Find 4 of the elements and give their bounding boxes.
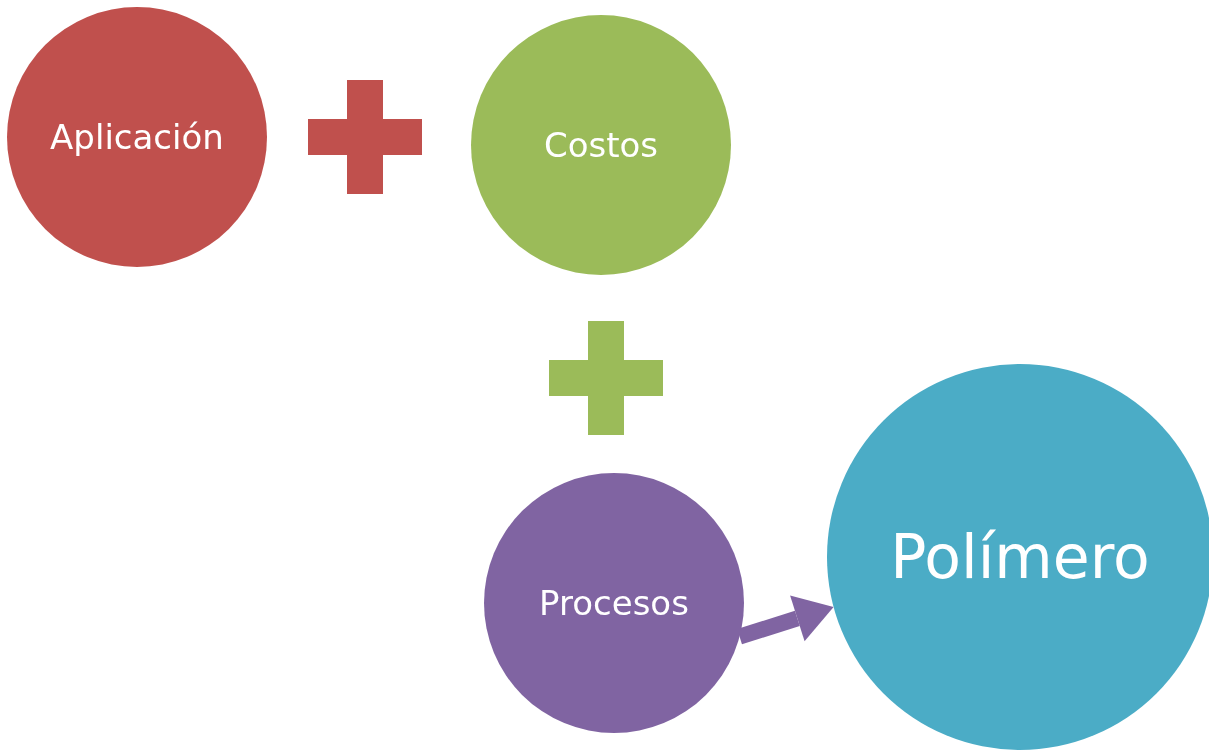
node-label: Procesos [538,583,690,623]
node-label: Aplicación [49,117,225,157]
node-label: Costos [542,125,660,165]
node-label: Polímero [889,522,1151,592]
